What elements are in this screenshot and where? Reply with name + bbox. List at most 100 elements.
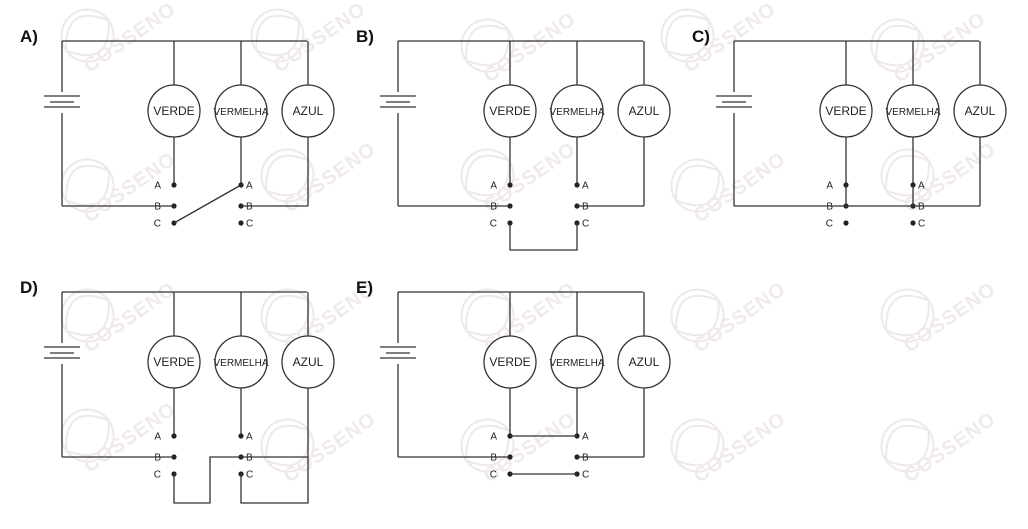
watermark-swirl (265, 424, 310, 467)
watermark-swirl (265, 294, 310, 337)
watermark-swirl (65, 294, 110, 337)
green-terminal-c (507, 471, 513, 477)
lamp-green-label: VERDE (489, 355, 530, 369)
watermark-swirl (665, 14, 710, 57)
watermark-logo: COSSENO (880, 408, 1000, 487)
green-terminal-label: C (490, 470, 497, 481)
watermark-layer: COSSENO COSSENO COSSENO COSSENO COSSENO COSSE… (60, 0, 1000, 487)
wire-red-c-to-blue (240, 457, 309, 504)
lamp-red-label: VERMELHA (549, 107, 604, 118)
watermark-swirl (65, 414, 110, 457)
lamp-blue-label: AZUL (965, 104, 996, 118)
watermark-logo: COSSENO (880, 278, 1000, 357)
red-terminal-label: B (246, 453, 253, 464)
watermark-swirl (675, 164, 720, 207)
lamp-green-label: VERDE (153, 355, 194, 369)
panel-label: A) (20, 27, 38, 46)
green-terminal-label: B (826, 202, 833, 213)
red-terminal-label: A (918, 181, 925, 192)
watermark-swirl (465, 154, 510, 197)
red-terminal-label: C (582, 470, 589, 481)
green-terminal-label: B (490, 453, 497, 464)
green-terminal-label: C (154, 470, 161, 481)
green-terminal-label: B (154, 202, 161, 213)
lamp-blue-label: AZUL (629, 104, 660, 118)
red-terminal-c (238, 220, 244, 226)
watermark-swirl (255, 14, 300, 57)
green-terminal-label: A (490, 181, 497, 192)
watermark-swirl (265, 154, 310, 197)
watermark-swirl (65, 14, 110, 57)
green-terminal-label: C (826, 219, 833, 230)
watermark-logo: COSSENO (460, 8, 580, 87)
lamp-red-label: VERMELHA (885, 107, 940, 118)
wire-diagonal-c-to-a (173, 184, 242, 224)
green-terminal-label: A (826, 181, 833, 192)
green-terminal-a (507, 433, 513, 439)
red-terminal-c (238, 471, 244, 477)
green-terminal-label: B (154, 453, 161, 464)
green-terminal-label: C (490, 219, 497, 230)
red-terminal-label: B (582, 202, 589, 213)
lamp-blue-label: AZUL (293, 104, 324, 118)
panel-label: E) (356, 278, 373, 297)
red-terminal-label: A (246, 432, 253, 443)
green-terminal-label: C (154, 219, 161, 230)
watermark-logo: COSSENO (670, 148, 790, 227)
green-terminal-c (843, 220, 849, 226)
red-terminal-c (910, 220, 916, 226)
red-terminal-label: C (582, 219, 589, 230)
watermark-swirl (465, 424, 510, 467)
green-terminal-label: A (154, 432, 161, 443)
lamp-red-label: VERMELHA (213, 358, 268, 369)
green-terminal-a (171, 182, 177, 188)
panel-label: B) (356, 27, 374, 46)
red-terminal-label: B (582, 453, 589, 464)
lamp-blue-label: AZUL (629, 355, 660, 369)
red-terminal-label: C (246, 219, 253, 230)
watermark-logo: COSSENO (260, 408, 380, 487)
lamp-green-label: VERDE (825, 104, 866, 118)
watermark-swirl (465, 294, 510, 337)
lamp-green-label: VERDE (153, 104, 194, 118)
watermark-swirl (675, 294, 720, 337)
lamp-green-label: VERDE (489, 104, 530, 118)
green-terminal-label: A (490, 432, 497, 443)
watermark-logo: COSSENO (670, 408, 790, 487)
red-terminal-label: C (918, 219, 925, 230)
red-terminal-a (238, 433, 244, 439)
red-terminal-label: A (582, 432, 589, 443)
red-terminal-label: B (918, 202, 925, 213)
panel-label: C) (692, 27, 710, 46)
wire-green-c-to-red-b (173, 456, 241, 504)
watermark-swirl (675, 424, 720, 467)
watermark-swirl (875, 24, 920, 67)
green-terminal-a (507, 182, 513, 188)
green-terminal-label: A (154, 181, 161, 192)
watermark-swirl (885, 424, 930, 467)
red-terminal-label: A (246, 181, 253, 192)
red-terminal-label: B (246, 202, 253, 213)
watermark-swirl (885, 154, 930, 197)
red-terminal-a (574, 182, 580, 188)
watermark-swirl (465, 24, 510, 67)
watermark-logo: COSSENO (460, 408, 580, 487)
red-terminal-label: A (582, 181, 589, 192)
watermark-logo: COSSENO (670, 278, 790, 357)
panel-label: D) (20, 278, 38, 297)
green-terminal-a (171, 433, 177, 439)
red-terminal-label: C (246, 470, 253, 481)
lamp-red-label: VERMELHA (213, 107, 268, 118)
watermark-logo: COSSENO (870, 8, 990, 87)
watermark-swirl (65, 164, 110, 207)
wire-c-loop (509, 223, 578, 251)
green-terminal-label: B (490, 202, 497, 213)
watermark-swirl (885, 294, 930, 337)
